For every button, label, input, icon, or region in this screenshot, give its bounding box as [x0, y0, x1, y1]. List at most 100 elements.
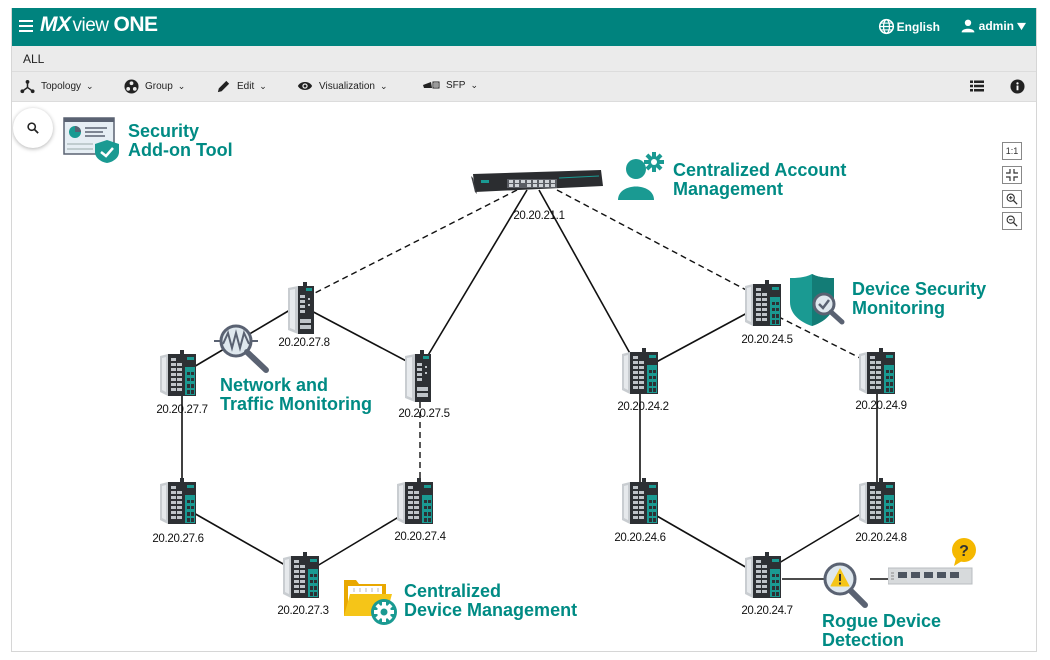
- chevron-down-icon: ⌄: [86, 81, 94, 91]
- fit-screen-button[interactable]: [1002, 166, 1022, 184]
- globe-icon: [878, 18, 894, 35]
- language-label: English: [896, 19, 940, 34]
- device-label-d278: 20.20.27.8: [278, 337, 330, 349]
- toolbar-sfp-label: SFP: [446, 79, 466, 91]
- toolbar-edit[interactable]: Edit ⌄: [216, 79, 267, 94]
- link-d245-d242: [646, 311, 750, 368]
- feature-title-line1: Centralized Account: [673, 160, 847, 180]
- feature-title-line1: Rogue Device: [822, 611, 942, 631]
- switch-icon: [859, 478, 895, 524]
- device-label-d248: 20.20.24.8: [855, 532, 907, 544]
- topology-canvas[interactable]: Security Add-on Tool 1:1 20.20.21.1: [12, 102, 1036, 651]
- toolbar-sfp[interactable]: SFP ⌄: [422, 79, 478, 91]
- feature-title-line2: Device Management: [404, 600, 578, 620]
- toolbar-group[interactable]: Group⌄: [124, 79, 185, 94]
- switch-icon: [622, 348, 658, 394]
- question-bubble-icon: ?: [952, 538, 976, 566]
- info-button[interactable]: [1010, 79, 1025, 99]
- switch-icon: [283, 552, 319, 598]
- eye-icon: [297, 82, 313, 90]
- group-icon: [124, 79, 139, 94]
- feature-title-line2: Monitoring: [852, 298, 945, 318]
- sfp-icon: [423, 81, 440, 89]
- device-20-20-27-5[interactable]: [405, 350, 435, 409]
- chevron-down-icon: ⌄: [177, 81, 186, 91]
- switch-icon: [745, 552, 781, 598]
- switch-icon: [745, 280, 781, 326]
- zoom-actual-size-button[interactable]: 1:1: [1002, 142, 1022, 160]
- language-selector[interactable]: English: [878, 18, 940, 35]
- unknown-device[interactable]: ?: [888, 536, 978, 590]
- device-20-20-24-6[interactable]: [622, 478, 662, 531]
- device-label-d275: 20.20.27.5: [398, 408, 450, 420]
- device-security-icon: [790, 274, 845, 326]
- toolbar-visualization[interactable]: Visualization⌄: [297, 79, 388, 93]
- toolbar-topology[interactable]: Topology⌄: [20, 79, 94, 94]
- search-button[interactable]: [13, 108, 53, 148]
- switch-icon: [160, 350, 196, 396]
- hamburger-menu-icon[interactable]: [17, 17, 35, 35]
- feature-security-addon: Security Add-on Tool: [128, 122, 233, 160]
- link-core-d275: [426, 189, 528, 358]
- info-icon: [1010, 79, 1025, 94]
- device-label-d247: 20.20.24.7: [741, 605, 793, 617]
- user-menu[interactable]: admin: [960, 18, 1026, 34]
- user-icon: [961, 19, 975, 33]
- feature-rogue-detection: Rogue Device Detection: [822, 612, 941, 650]
- feature-account-management: Centralized Account Management: [673, 161, 846, 199]
- link-core-d278-dashed: [306, 189, 518, 298]
- device-management-icon: [344, 580, 397, 625]
- list-view-button[interactable]: [970, 79, 984, 98]
- chevron-down-icon: ⌄: [470, 79, 478, 90]
- logo-one: ONE: [113, 13, 159, 36]
- fit-label: 1:1: [1005, 146, 1019, 156]
- link-d276-d273: [191, 511, 293, 570]
- toolbar-visualization-label: Visualization: [319, 80, 375, 92]
- zoom-in-button[interactable]: [1002, 190, 1022, 208]
- link-d278-d275: [303, 306, 413, 365]
- device-20-20-24-2[interactable]: [622, 348, 662, 401]
- device-20-20-27-3[interactable]: [283, 552, 323, 605]
- user-name: admin: [978, 19, 1014, 33]
- feature-title-line1: Device Security: [852, 279, 987, 299]
- link-d273-d274: [311, 511, 408, 570]
- device-label-d274: 20.20.27.4: [394, 531, 446, 543]
- svg-text:?: ?: [959, 543, 969, 560]
- device-label-d249: 20.20.24.9: [855, 400, 907, 412]
- logo-view: view: [72, 15, 110, 36]
- device-20-20-24-8[interactable]: [859, 478, 899, 531]
- link-d246-d247: [649, 511, 750, 570]
- core-switch-device[interactable]: [467, 170, 607, 196]
- device-label-d277: 20.20.27.7: [156, 404, 208, 416]
- switch-icon: [288, 282, 314, 334]
- device-20-20-24-7[interactable]: [745, 552, 785, 605]
- switch-icon: [397, 478, 433, 524]
- pencil-icon: [217, 80, 230, 93]
- zoom-out-button[interactable]: [1002, 212, 1022, 230]
- fit-screen-icon: [1006, 169, 1018, 181]
- device-label-core: 20.20.21.1: [513, 210, 565, 222]
- device-label-d246: 20.20.24.6: [614, 532, 666, 544]
- device-20-20-27-6[interactable]: [160, 478, 200, 531]
- toolbar: Topology⌄ Group⌄ Edit⌄ Visualization⌄ SF…: [12, 72, 1036, 102]
- zoom-in-icon: [1006, 193, 1018, 205]
- device-20-20-27-7[interactable]: [160, 350, 200, 403]
- link-core-d242: [538, 189, 633, 358]
- toolbar-edit-label: Edit: [237, 81, 255, 92]
- device-20-20-24-5[interactable]: [745, 280, 785, 333]
- feature-title-line2: Traffic Monitoring: [220, 394, 372, 414]
- device-20-20-27-8[interactable]: [288, 282, 318, 341]
- account-management-icon: [618, 152, 664, 200]
- breadcrumb-all[interactable]: ALL: [23, 52, 45, 66]
- device-label-d273: 20.20.27.3: [277, 605, 329, 617]
- device-20-20-27-4[interactable]: [397, 478, 437, 531]
- chevron-down-icon: ⌄: [259, 81, 267, 91]
- feature-title-line1: Security: [128, 121, 200, 141]
- rogue-detection-icon: [823, 562, 868, 608]
- feature-device-security: Device Security Monitoring: [852, 280, 986, 318]
- feature-device-management: Centralized Device Management: [404, 582, 577, 620]
- device-label-d276: 20.20.27.6: [152, 533, 204, 545]
- feature-title-line2: Detection: [822, 630, 905, 650]
- device-20-20-24-9[interactable]: [859, 348, 899, 401]
